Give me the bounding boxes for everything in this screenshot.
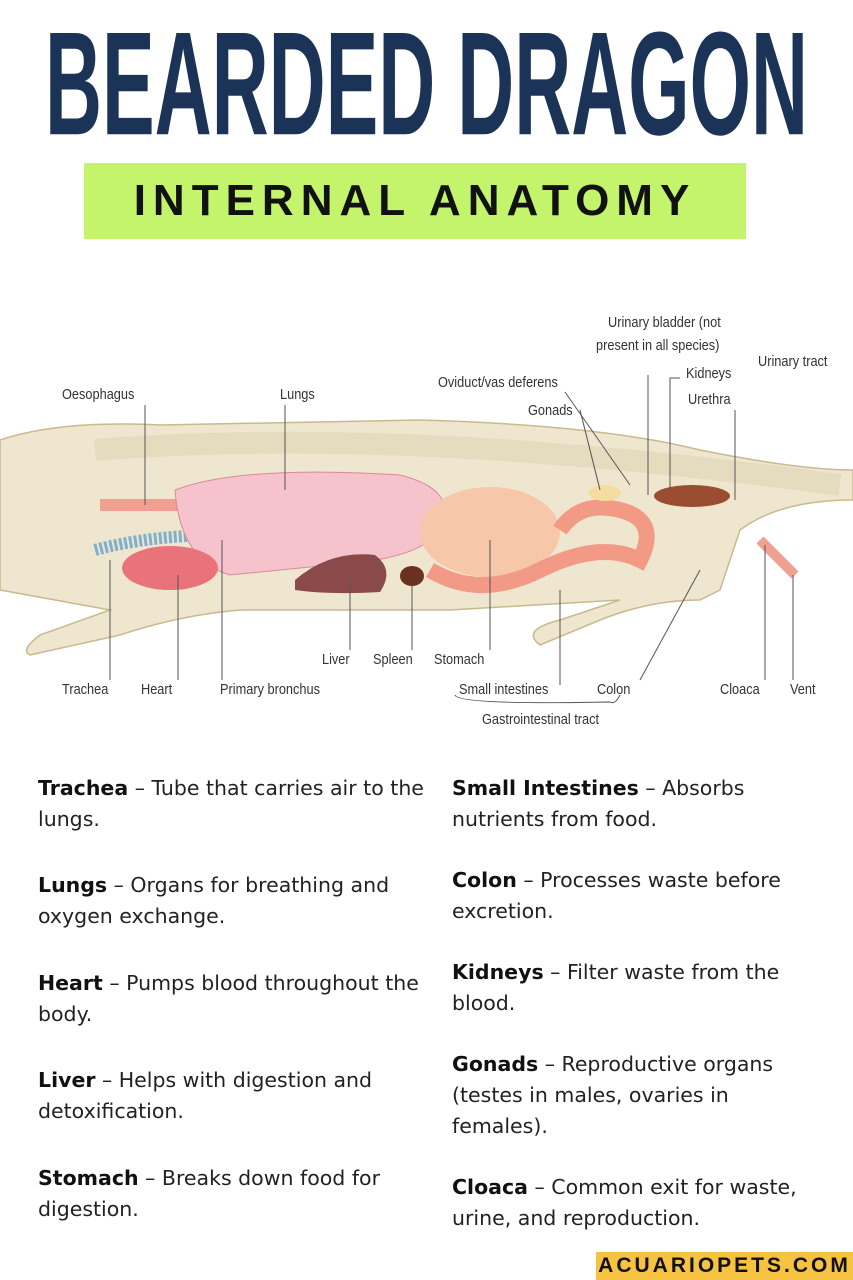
label-liver: Liver	[322, 652, 350, 668]
page-title: BEARDED DRAGON	[45, 22, 808, 157]
label-bronchus: Primary bronchus	[220, 682, 320, 698]
desc-small-intestines: Small Intestines – Absorbs nutrients fro…	[452, 773, 832, 835]
anatomy-diagram	[0, 375, 853, 704]
label-trachea: Trachea	[62, 682, 109, 698]
desc-gonads: Gonads – Reproductive organs (testes in …	[452, 1049, 812, 1142]
term: Trachea	[38, 776, 129, 800]
heart-organ	[122, 546, 218, 590]
term: Liver	[38, 1068, 96, 1092]
desc-cloaca: Cloaca – Common exit for waste, urine, a…	[452, 1172, 832, 1234]
term: Kidneys	[452, 960, 544, 984]
label-heart: Heart	[141, 682, 173, 698]
term: Small Intestines	[452, 776, 639, 800]
stomach-organ	[420, 487, 560, 577]
definition: – Common exit for waste, urine, and repr…	[452, 1175, 797, 1230]
label-bladder-2: present in all species)	[596, 338, 720, 354]
spleen-organ	[400, 566, 424, 586]
subtitle-banner: INTERNAL ANATOMY	[84, 163, 746, 239]
definition: – Filter waste from the blood.	[452, 960, 780, 1015]
term: Colon	[452, 868, 517, 892]
desc-stomach: Stomach – Breaks down food for digestion…	[38, 1163, 428, 1225]
site-link[interactable]: ACUARIOPETS.COM	[596, 1252, 853, 1280]
definition: – Organs for breathing and oxygen exchan…	[38, 873, 390, 928]
term: Stomach	[38, 1166, 139, 1190]
label-lungs: Lungs	[280, 387, 315, 403]
label-small-intestines: Small intestines	[459, 682, 549, 698]
desc-heart: Heart – Pumps blood throughout the body.	[38, 968, 428, 1030]
definition: – Absorbs nutrients from food.	[452, 776, 745, 831]
term: Gonads	[452, 1052, 539, 1076]
label-oviduct: Oviduct/vas deferens	[438, 375, 558, 391]
liver-organ	[295, 554, 387, 594]
desc-kidneys: Kidneys – Filter waste from the blood.	[452, 957, 832, 1019]
label-spleen: Spleen	[373, 652, 413, 668]
label-gi-tract: Gastrointestinal tract	[482, 712, 600, 728]
label-kidneys: Kidneys	[686, 366, 732, 382]
subtitle: INTERNAL ANATOMY	[133, 176, 697, 225]
desc-lungs: Lungs – Organs for breathing and oxygen …	[38, 870, 428, 932]
desc-colon: Colon – Processes waste before excretion…	[452, 865, 832, 927]
label-colon: Colon	[597, 682, 631, 698]
gonad-organ	[589, 485, 621, 501]
definition: – Breaks down food for digestion.	[38, 1166, 381, 1221]
desc-liver: Liver – Helps with digestion and detoxif…	[38, 1065, 428, 1127]
label-urinary-tract: Urinary tract	[758, 354, 828, 370]
desc-trachea: Trachea – Tube that carries air to the l…	[38, 773, 428, 835]
label-urethra: Urethra	[688, 392, 731, 408]
term: Cloaca	[452, 1175, 528, 1199]
label-gonads: Gonads	[528, 403, 573, 419]
label-cloaca: Cloaca	[720, 682, 760, 698]
definition: – Reproductive organs (testes in males, …	[452, 1052, 774, 1138]
page-title-graphic: BEARDED DRAGON	[45, 22, 808, 157]
definition: – Tube that carries air to the lungs.	[38, 776, 424, 831]
definition: – Processes waste before excretion.	[452, 868, 781, 923]
leader-lines	[109, 375, 794, 704]
label-stomach: Stomach	[434, 652, 485, 668]
cloaca-organ	[756, 536, 799, 579]
term: Heart	[38, 971, 103, 995]
term: Lungs	[38, 873, 108, 897]
label-oesophagus: Oesophagus	[62, 387, 135, 403]
intestines-organ	[425, 499, 655, 593]
definition: – Pumps blood throughout the body.	[38, 971, 419, 1026]
definition: – Helps with digestion and detoxificatio…	[38, 1068, 373, 1123]
label-vent: Vent	[790, 682, 816, 698]
label-bladder-1: Urinary bladder (not	[608, 315, 721, 331]
site-link-text: ACUARIOPETS.COM	[598, 1254, 851, 1277]
kidney-organ	[654, 485, 730, 507]
